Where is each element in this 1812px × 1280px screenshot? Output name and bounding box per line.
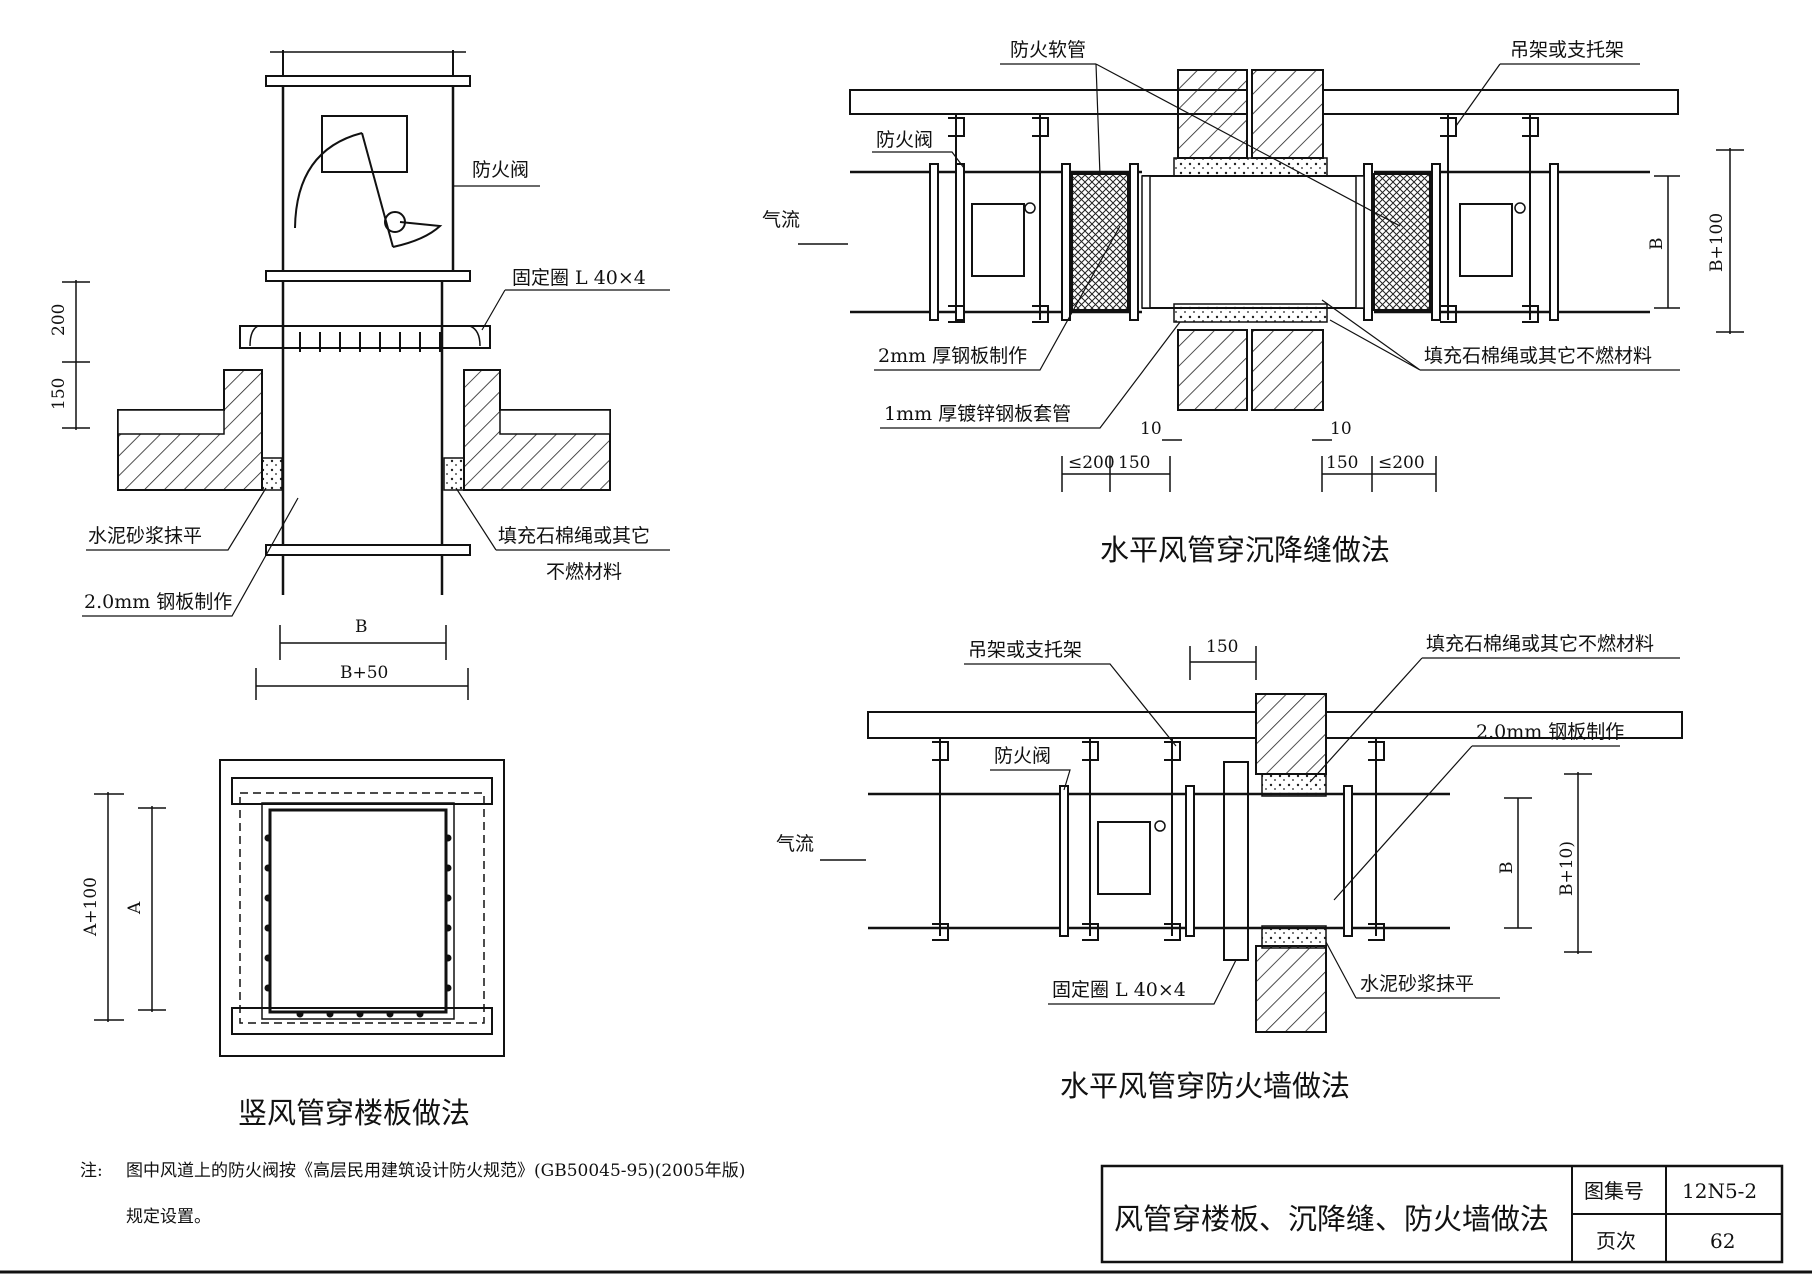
dim-b-settlement: B	[1647, 238, 1667, 251]
firewall-damper-window	[1097, 821, 1151, 895]
label-fixing-ring-vertical: 固定圈 L 40×4	[512, 267, 646, 289]
note-line-2: 规定设置。	[126, 1207, 211, 1227]
dim-150: 150	[49, 378, 69, 410]
dim-10-left: 10	[1140, 419, 1162, 439]
label-cement-mortar-vertical: 水泥砂浆抹平	[88, 525, 202, 547]
firewall-lower	[1255, 945, 1327, 1033]
firewall-hangers	[932, 738, 1385, 941]
label-fill-firewall: 填充石棉绳或其它不燃材料	[1426, 633, 1654, 655]
firewall-upper	[1255, 693, 1327, 775]
dim-10-right: 10	[1330, 419, 1352, 439]
page-number: 62	[1710, 1229, 1735, 1253]
label-fill-vertical-1: 填充石棉绳或其它	[498, 525, 650, 547]
note-prefix: 注:	[80, 1161, 103, 1181]
settlement-window-right	[1459, 203, 1513, 277]
label-fill-settlement: 填充石棉绳或其它不燃材料	[1424, 345, 1652, 367]
firewall-fixing-ring	[1223, 761, 1249, 961]
damper-spindle-icon	[384, 211, 406, 233]
collar-bolts	[299, 332, 441, 352]
settlement-ceiling-slab-right	[1322, 89, 1679, 115]
plan-bolts	[264, 834, 452, 1018]
label-fire-damper-settlement: 防火阀	[876, 129, 933, 151]
label-fire-damper-vertical: 防火阀	[472, 159, 529, 181]
fill-left	[261, 457, 283, 491]
label-hanger-settlement: 吊架或支托架	[1510, 39, 1624, 61]
dim-le200-left: ≤200	[1068, 453, 1115, 473]
atlas-number: 12N5-2	[1682, 1179, 1757, 1203]
plan-duct-section	[268, 808, 448, 1014]
settlement-lower-wall-left	[1177, 329, 1248, 411]
title-settlement-detail: 水平风管穿沉降缝做法	[1100, 533, 1390, 567]
label-steel-plate-vertical: 2.0mm 钢板制作	[84, 591, 232, 613]
dim-150-left: 150	[1118, 453, 1150, 473]
plan-outer-frame	[219, 759, 505, 1057]
title-block-drawing-title: 风管穿楼板、沉降缝、防火墙做法	[1114, 1202, 1549, 1236]
fixing-collar	[239, 325, 491, 349]
bottom-flange	[265, 544, 471, 556]
settlement-upper-wall-right	[1251, 69, 1324, 159]
flex-duct-right	[1373, 173, 1431, 311]
firewall-ceiling-slab-right	[1325, 711, 1683, 739]
vertical-duct-detail: 200 150 B B+50 防火阀 固定圈 L 40×4 水泥砂浆抹平 填充石…	[49, 50, 670, 1130]
settlement-upper-wall-left	[1177, 69, 1248, 159]
dim-b-vertical: B	[355, 617, 368, 637]
note-line-1: 图中风道上的防火阀按《高层民用建筑设计防火规范》(GB50045-95)(200…	[126, 1161, 745, 1181]
mid-flange	[265, 270, 471, 282]
vertical-left-dims	[62, 280, 90, 430]
settlement-window-left	[971, 203, 1025, 277]
dim-200: 200	[49, 304, 69, 336]
atlas-number-label: 图集号	[1584, 1179, 1644, 1203]
label-steel-2mm: 2mm 厚钢板制作	[878, 345, 1027, 367]
title-block	[1100, 1164, 1784, 1264]
dim-a: A	[125, 901, 145, 915]
label-fixing-ring-firewall: 固定圈 L 40×4	[1052, 979, 1186, 1001]
label-sleeve-1mm: 1mm 厚镀锌钢板套管	[884, 403, 1071, 425]
label-airflow-firewall: 气流	[776, 833, 814, 855]
damper-inspection-window	[321, 115, 408, 173]
label-cement-mortar-firewall: 水泥砂浆抹平	[1360, 973, 1474, 995]
title-firewall-detail: 水平风管穿防火墙做法	[1060, 1069, 1350, 1103]
label-fire-damper-firewall: 防火阀	[994, 745, 1051, 767]
fill-right	[443, 457, 465, 491]
top-flange	[265, 75, 471, 87]
dim-b100-firewall: B+10)	[1557, 841, 1577, 896]
title-vertical-detail: 竖风管穿楼板做法	[238, 1096, 470, 1130]
flex-duct-left	[1071, 173, 1129, 311]
dim-le200-right: ≤200	[1378, 453, 1425, 473]
page-label: 页次	[1596, 1229, 1636, 1253]
dim-a100: A+100	[81, 877, 101, 937]
dim-b-firewall: B	[1497, 862, 1517, 875]
dim-b100-settlement: B+100	[1707, 213, 1727, 272]
dim-150-right: 150	[1326, 453, 1358, 473]
firewall-detail: 150 B B+10) 吊架或支托架 填充石棉绳或其它不燃材料 2.0mm 钢板…	[776, 633, 1683, 1103]
label-flex-duct: 防火软管	[1010, 39, 1086, 61]
vertical-damper-body	[281, 80, 455, 276]
dim-150-firewall: 150	[1206, 637, 1238, 657]
settlement-lower-wall-right	[1251, 329, 1324, 411]
label-fill-vertical-2: 不燃材料	[546, 561, 622, 583]
label-hanger-firewall: 吊架或支托架	[968, 639, 1082, 661]
damper-blade-arc	[294, 132, 363, 229]
settlement-hangers	[948, 114, 1539, 323]
label-airflow-settlement: 气流	[762, 209, 800, 231]
firewall-ceiling-slab-left	[867, 711, 1257, 739]
label-steel-plate-firewall: 2.0mm 钢板制作	[1476, 721, 1624, 743]
firewall-flanges	[1059, 785, 1353, 937]
settlement-joint-detail: B B+100 10 ≤200 150 10 150 ≤200 防火软管 吊架或…	[762, 39, 1744, 567]
dim-b50-vertical: B+50	[340, 663, 388, 683]
